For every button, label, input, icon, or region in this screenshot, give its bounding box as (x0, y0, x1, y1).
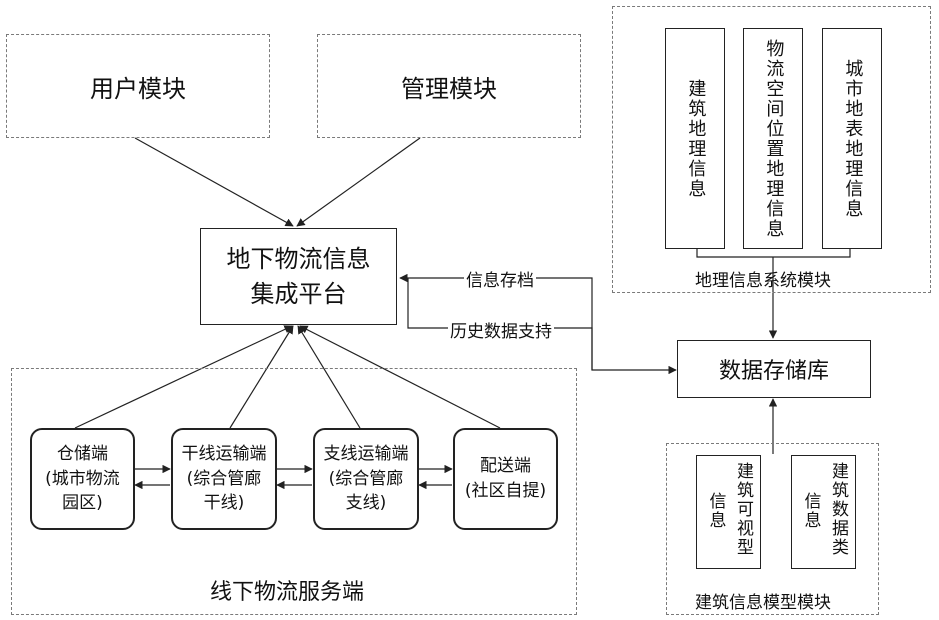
service-area-label: 线下物流服务端 (210, 574, 364, 606)
trunk-sub1: (综合管廊 (187, 467, 262, 492)
user-module-box: 用户模块 (6, 34, 270, 138)
delivery-sub1: (社区自提) (465, 479, 546, 504)
bim-module-label: 建筑信息模型模块 (695, 588, 831, 613)
arrow-user-to-platform (135, 138, 293, 226)
service-node-trunk: 干线运输端 (综合管廊 干线) (171, 428, 277, 530)
gis-item-logistics-label: 物流空间位置地理信息 (763, 39, 784, 239)
gis-module-label: 地理信息系统模块 (695, 266, 831, 291)
gis-item-surface: 城市地表地理信息 (822, 28, 882, 249)
arrow-admin-to-platform (297, 138, 420, 226)
warehouse-sub1: (城市物流 (45, 467, 120, 492)
gis-item-logistics: 物流空间位置地理信息 (743, 28, 803, 249)
gis-item-surface-label: 城市地表地理信息 (842, 59, 863, 219)
warehouse-title: 仓储端 (57, 442, 108, 467)
warehouse-sub2: 园区) (62, 491, 103, 516)
bim-item-visual: 建筑可视型 信息 (696, 455, 761, 569)
trunk-title: 干线运输端 (182, 442, 267, 467)
storage-label: 数据存储库 (719, 353, 829, 385)
bim-item-data-col2: 信息 (800, 492, 820, 530)
platform-title-line2: 集成平台 (251, 277, 347, 312)
branch-sub1: (综合管廊 (329, 467, 404, 492)
gis-item-building: 建筑地理信息 (665, 28, 725, 249)
bim-item-data-col1: 建筑数据类 (827, 462, 847, 557)
service-node-delivery: 配送端 (社区自提) (453, 428, 558, 530)
bim-item-visual-col2: 信息 (705, 492, 725, 530)
bim-item-data: 建筑数据类 信息 (791, 455, 856, 569)
service-node-warehouse: 仓储端 (城市物流 园区) (30, 428, 135, 530)
admin-module-box: 管理模块 (317, 34, 581, 138)
delivery-title: 配送端 (480, 454, 531, 479)
branch-sub2: 支线) (346, 491, 387, 516)
admin-module-label: 管理模块 (401, 69, 497, 104)
edge-label-archive: 信息存档 (464, 266, 536, 291)
platform-title-line1: 地下物流信息 (227, 242, 371, 277)
service-node-branch: 支线运输端 (综合管廊 支线) (313, 428, 419, 530)
edge-label-history: 历史数据支持 (448, 317, 554, 342)
trunk-sub2: 干线) (204, 491, 245, 516)
branch-title: 支线运输端 (324, 442, 409, 467)
platform-box: 地下物流信息 集成平台 (200, 228, 397, 325)
storage-box: 数据存储库 (677, 340, 871, 398)
user-module-label: 用户模块 (90, 69, 186, 104)
bim-item-visual-col1: 建筑可视型 (732, 462, 752, 557)
gis-item-building-label: 建筑地理信息 (685, 79, 706, 199)
